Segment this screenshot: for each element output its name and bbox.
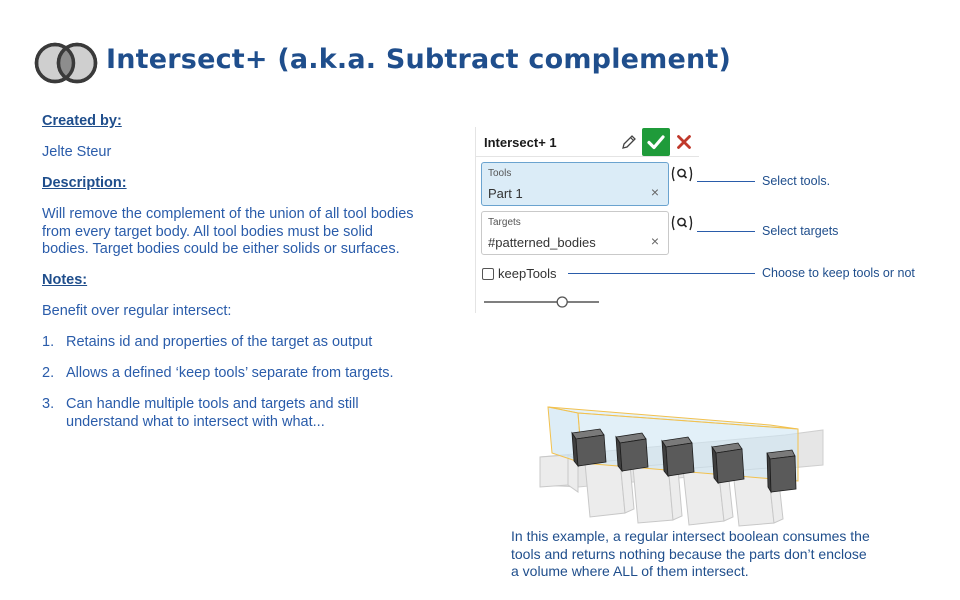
keep-tools-row[interactable]: keepTools — [482, 266, 557, 281]
confirm-button[interactable] — [642, 128, 670, 156]
boolean-illustration — [539, 406, 824, 527]
callout-line — [697, 181, 755, 182]
list-text: Retains id and properties of the target … — [66, 334, 373, 350]
notes-heading: Notes: — [42, 272, 88, 288]
callout-keep-tools: Choose to keep tools or not — [762, 266, 915, 280]
clear-targets-icon[interactable]: × — [650, 233, 659, 249]
illustration-caption: In this example, a regular intersect boo… — [511, 528, 911, 581]
tools-label: Tools — [488, 168, 512, 179]
magnifier-icon[interactable] — [671, 165, 693, 183]
author-name: Jelte Steur — [42, 144, 112, 160]
list-number: 3. — [42, 396, 55, 412]
list-number: 2. — [42, 365, 55, 381]
description-heading: Description: — [42, 175, 127, 191]
callout-targets: Select targets — [762, 224, 839, 238]
keep-tools-checkbox[interactable] — [482, 267, 494, 280]
clear-tools-icon[interactable]: × — [650, 184, 659, 200]
page-title: Intersect+ (a.k.a. Subtract complement) — [106, 44, 732, 75]
targets-field[interactable]: Targets #patterned_bodies × — [481, 211, 669, 255]
caption-line: tools and returns nothing because the pa… — [511, 545, 867, 562]
description-line: bodies. Target bodies could be either so… — [42, 241, 400, 257]
callout-line — [568, 273, 755, 274]
list-number: 1. — [42, 334, 55, 350]
pencil-icon[interactable] — [619, 132, 639, 152]
dialog-header: Intersect+ 1 — [476, 127, 699, 157]
list-item: 1. Retains id and properties of the targ… — [42, 334, 372, 352]
description-line: from every target body. All tool bodies … — [42, 223, 373, 240]
description-text: Will remove the complement of the union … — [42, 206, 414, 259]
list-text: Allows a defined ‘keep tools’ separate f… — [66, 365, 394, 381]
list-item: 2. Allows a defined ‘keep tools’ separat… — [42, 365, 394, 383]
list-text: Can handle multiple tools and targets an… — [66, 396, 359, 431]
list-text-line: Can handle multiple tools and targets an… — [66, 396, 359, 412]
list-item: 3. Can handle multiple tools and targets… — [42, 396, 359, 431]
description-line: Will remove the complement of the union … — [42, 206, 414, 222]
slider[interactable] — [484, 295, 599, 309]
created-by-heading: Created by: — [42, 113, 122, 129]
venn-intersect-icon — [34, 42, 98, 84]
keep-tools-label: keepTools — [498, 266, 557, 281]
notes-intro: Benefit over regular intersect: — [42, 303, 232, 319]
caption-line: a volume where ALL of them intersect. — [511, 563, 749, 580]
magnifier-icon[interactable] — [671, 214, 693, 232]
cancel-button[interactable] — [674, 132, 694, 152]
feature-dialog: Intersect+ 1 Tools Part 1 × Targets #pat… — [475, 127, 700, 313]
dialog-title: Intersect+ 1 — [484, 135, 557, 150]
tools-value: Part 1 — [488, 186, 523, 201]
targets-value: #patterned_bodies — [488, 235, 596, 250]
callout-line — [697, 231, 755, 232]
check-icon — [647, 135, 665, 150]
tools-field[interactable]: Tools Part 1 × — [481, 162, 669, 206]
list-text-line: understand what to intersect with what..… — [66, 413, 325, 430]
caption-line: In this example, a regular intersect boo… — [511, 528, 870, 544]
callout-tools: Select tools. — [762, 174, 831, 188]
targets-label: Targets — [488, 217, 521, 228]
slider-thumb[interactable] — [556, 296, 568, 308]
